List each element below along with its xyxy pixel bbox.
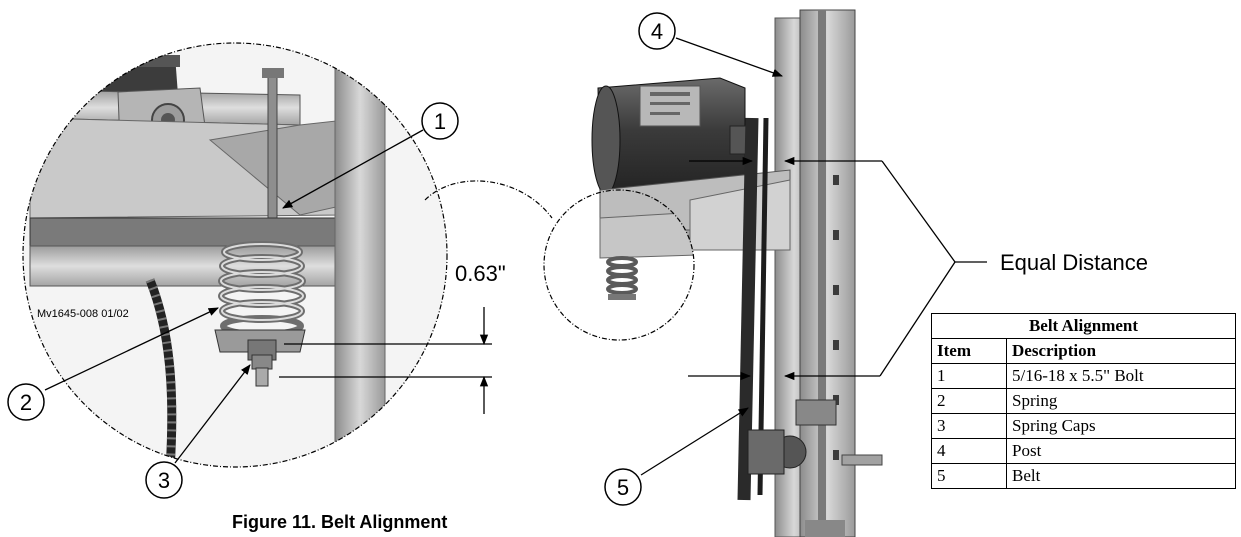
table-cell-description: 5/16-18 x 5.5" Bolt bbox=[1006, 363, 1236, 389]
table-header-description: Description bbox=[1006, 338, 1236, 364]
figure-caption: Figure 11. Belt Alignment bbox=[232, 512, 447, 532]
table-cell-description: Post bbox=[1006, 438, 1236, 464]
svg-text:3: 3 bbox=[158, 468, 170, 493]
belt-alignment-table: Belt Alignment Item Description 1 5/16-1… bbox=[931, 313, 1236, 489]
table-cell-description: Spring Caps bbox=[1006, 413, 1236, 439]
table-cell-item: 1 bbox=[931, 363, 1007, 389]
callout-5: 5 bbox=[604, 468, 642, 506]
table-row: 4 Post bbox=[931, 438, 1236, 464]
svg-text:1: 1 bbox=[434, 109, 446, 134]
table-row: 2 Spring bbox=[931, 388, 1236, 414]
photo-stamp: Mv1645-008 01/02 bbox=[37, 308, 129, 320]
table-cell-item: 5 bbox=[931, 463, 1007, 489]
table-row: 1 5/16-18 x 5.5" Bolt bbox=[931, 363, 1236, 389]
table-cell-item: 3 bbox=[931, 413, 1007, 439]
callout-4: 4 bbox=[638, 12, 676, 50]
table-cell-description: Belt bbox=[1006, 463, 1236, 489]
table-cell-description: Spring bbox=[1006, 388, 1236, 414]
table-cell-item: 4 bbox=[931, 438, 1007, 464]
table-header-item: Item bbox=[931, 338, 1007, 364]
table-cell-item: 2 bbox=[931, 388, 1007, 414]
detail-photo bbox=[22, 42, 448, 468]
dimension-label: 0.63" bbox=[455, 261, 506, 286]
equal-distance-label: Equal Distance bbox=[1000, 250, 1148, 275]
callout-1: 1 bbox=[421, 102, 459, 140]
assembly-photo bbox=[543, 9, 883, 537]
detail-connector bbox=[424, 180, 553, 219]
callout-3: 3 bbox=[145, 461, 183, 499]
table-row: 3 Spring Caps bbox=[931, 413, 1236, 439]
callout-2: 2 bbox=[7, 383, 45, 421]
svg-text:5: 5 bbox=[617, 475, 629, 500]
table-title: Belt Alignment bbox=[931, 313, 1236, 339]
svg-text:4: 4 bbox=[651, 19, 663, 44]
leader-lines bbox=[44, 37, 987, 476]
svg-text:2: 2 bbox=[20, 390, 32, 415]
table-row: 5 Belt bbox=[931, 463, 1236, 489]
